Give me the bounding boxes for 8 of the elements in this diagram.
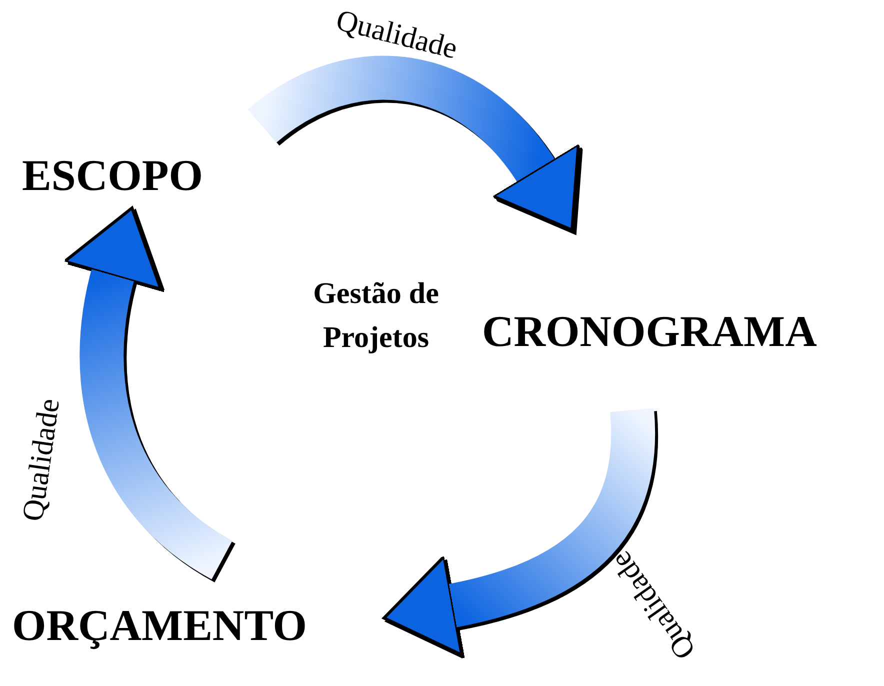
edge-label: Qualidade [333,6,460,64]
node-label: CRONOGRAMA [482,230,880,410]
node-label: ORÇAMENTO [12,560,384,660]
curved-arrow [248,56,578,230]
edge-label: Qualidade [18,396,66,524]
node-label: ESCOPO [22,112,262,208]
curved-arrow [62,206,234,579]
center-title: Gestão de Projetos [312,276,440,356]
